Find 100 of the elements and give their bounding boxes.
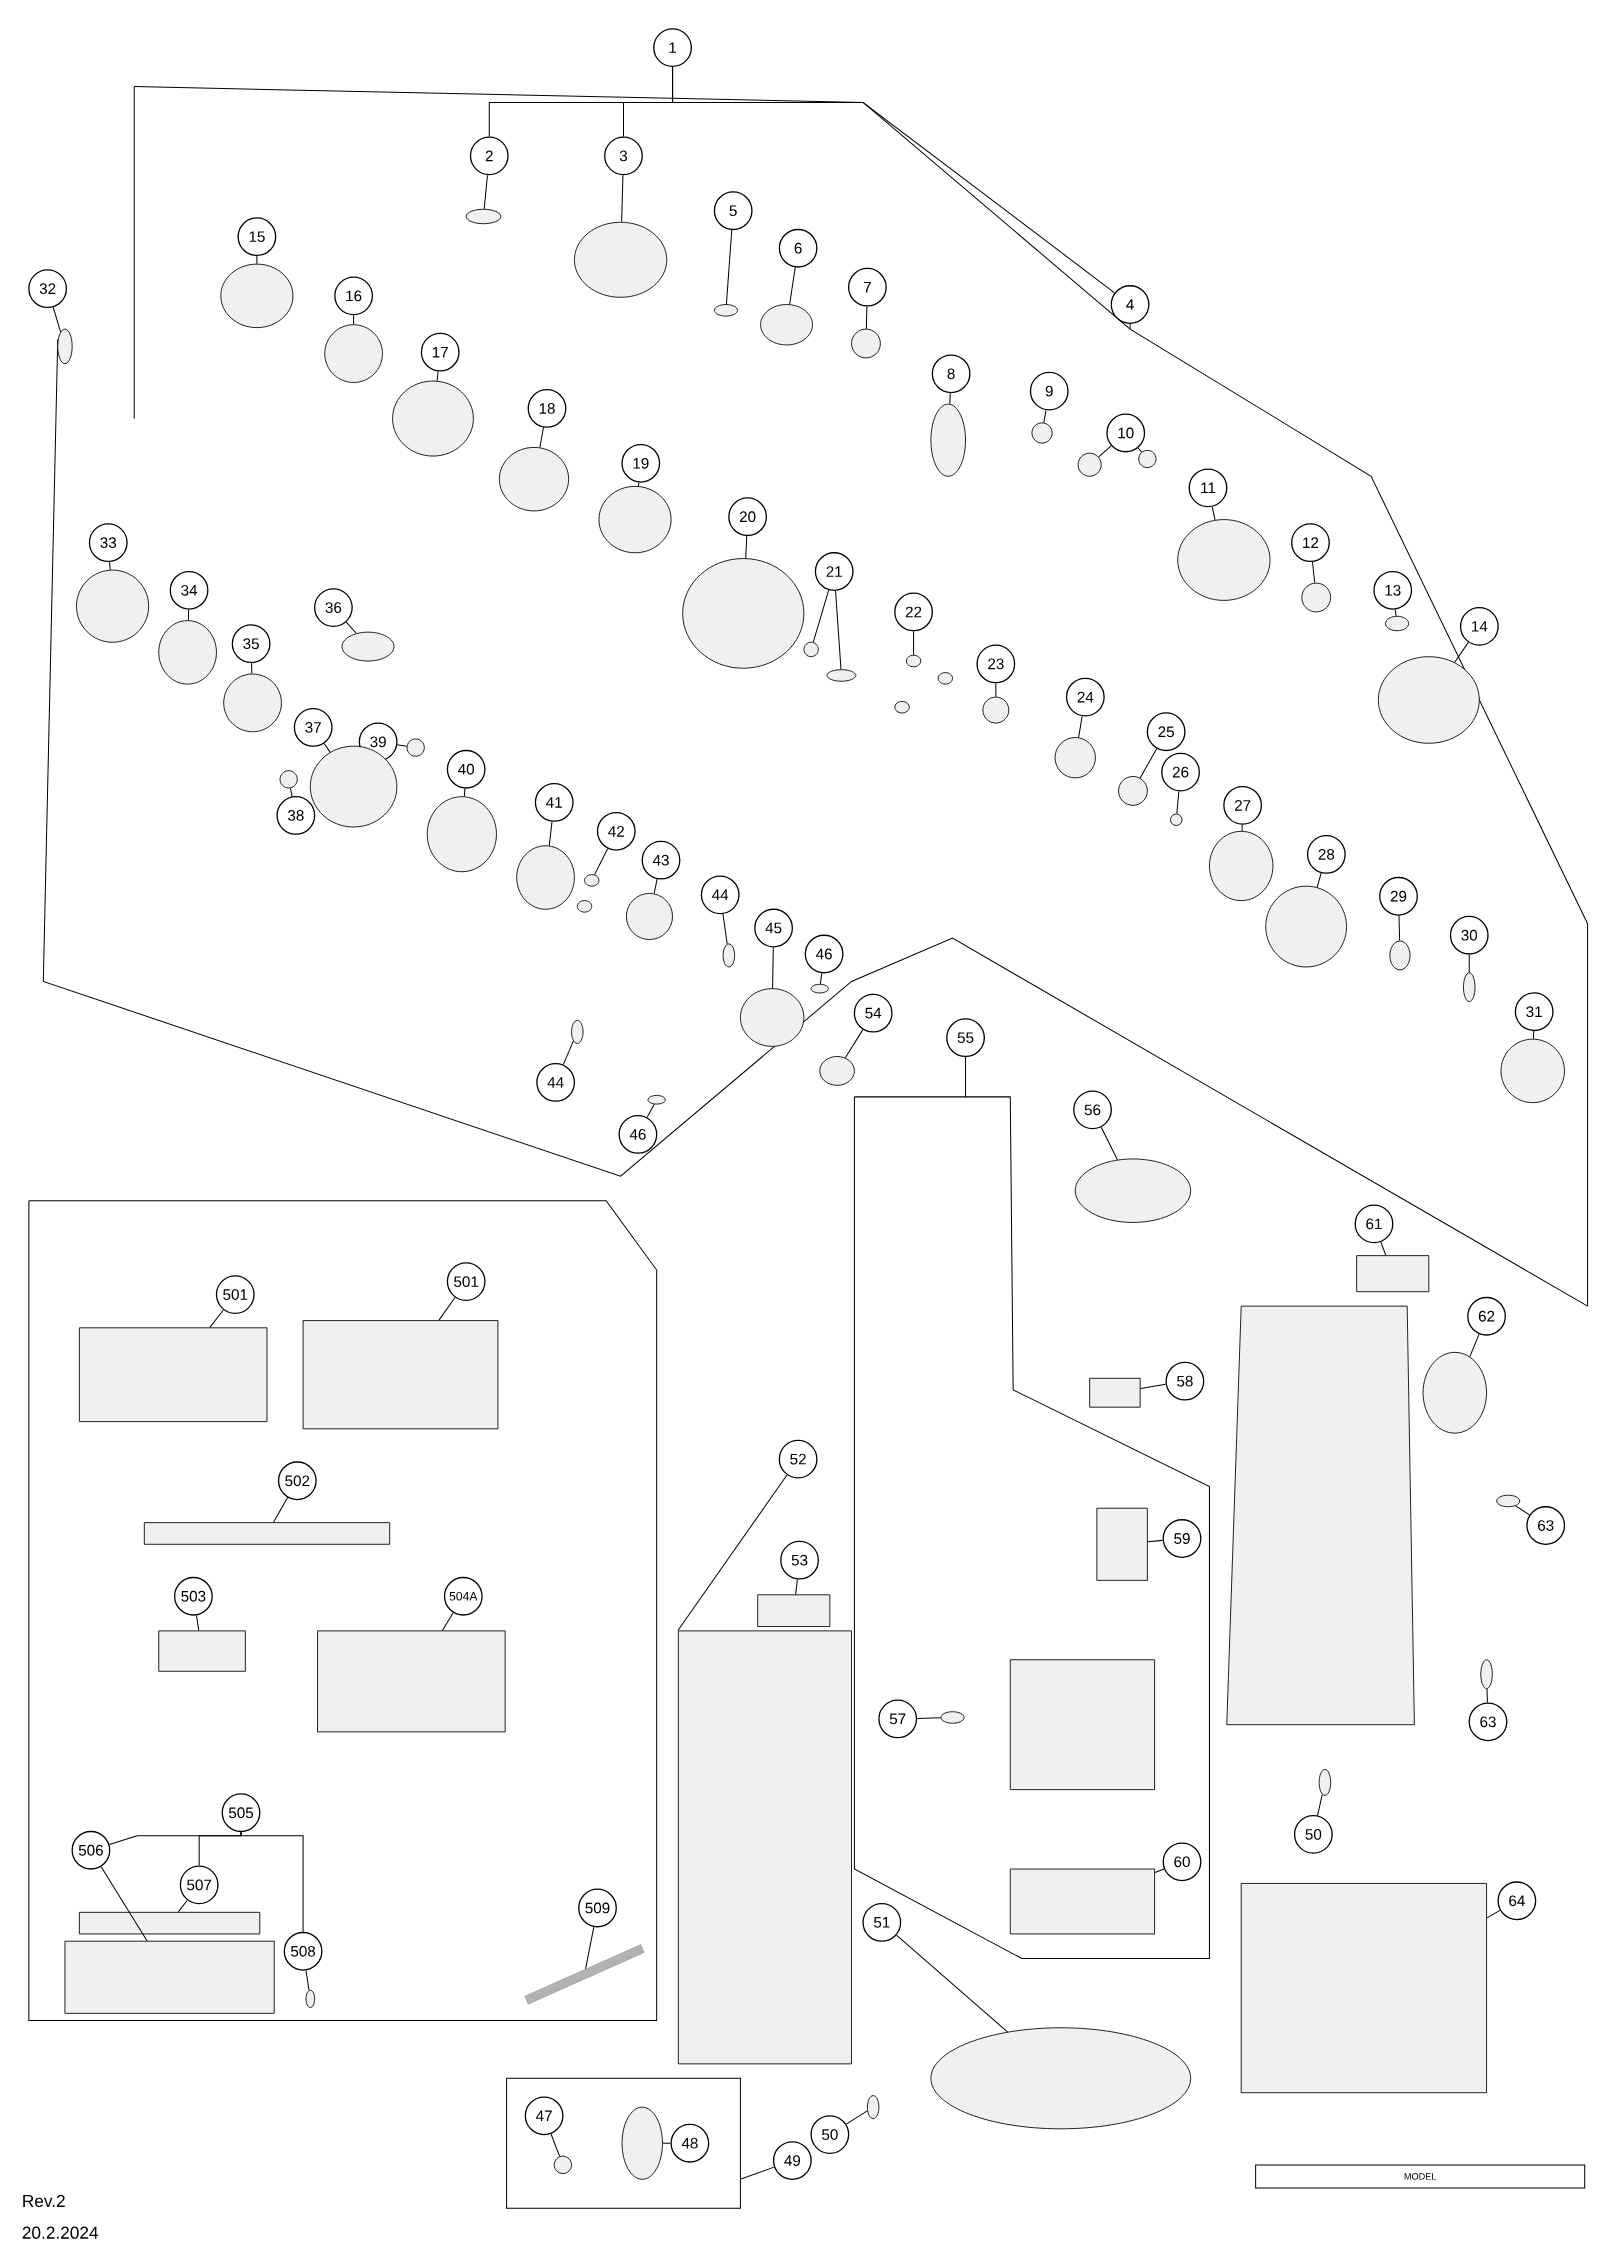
leader-line [1515,1505,1531,1516]
callout-number: 22 [894,592,934,632]
leader-line [1468,954,1470,973]
part-outline [647,1095,666,1105]
leader-line [209,1309,225,1328]
part-outline [757,1594,831,1627]
part-outline [158,620,218,685]
callout-number: 24 [1066,677,1105,717]
callout-number: 33 [89,523,128,563]
part-outline [574,221,668,298]
leader-line [539,427,545,448]
part-outline [722,943,736,968]
leader-line [240,1831,304,1933]
leader-line [397,744,408,747]
leader-line [188,609,190,621]
leader-line [100,1866,148,1942]
leader-line [1533,1030,1535,1040]
callout-number: 504A [444,1576,483,1616]
part-outline [76,569,150,643]
leader-line [1211,506,1216,521]
part-outline [682,558,805,669]
part-outline [1170,813,1183,826]
part-outline [1077,452,1102,477]
leader-line [483,174,489,210]
callout-number: 64 [1497,1881,1537,1921]
callout-number: 53 [780,1540,820,1580]
leader-line [1454,641,1470,663]
part-outline [598,485,672,554]
leader-line [965,1056,967,1098]
part-outline [516,845,576,910]
part-outline [678,1630,853,2065]
callout-number: 48 [670,2123,710,2163]
leader-line [251,662,253,675]
leader-line [916,1717,942,1719]
callout-number: 2 [470,136,509,176]
callout-number: 507 [179,1865,219,1905]
part-outline [554,2155,573,2174]
callout-number: 501 [216,1275,255,1314]
part-outline [465,208,502,225]
part-outline [851,328,882,359]
part-outline [740,988,805,1047]
part-outline [803,641,819,658]
leader-line [109,561,111,571]
callout-number: 44 [536,1063,576,1102]
leader-line [845,1029,864,1059]
leader-line [1380,1241,1387,1256]
callout-number: 503 [174,1576,214,1616]
callout-number: 509 [578,1888,618,1928]
part-outline [906,654,922,668]
callout-number: 26 [1161,752,1201,792]
leader-line [653,878,658,894]
part-outline [158,1630,246,1672]
leader-line [1098,445,1112,458]
leader-line [1137,447,1143,453]
leader-line [846,2110,868,2125]
callout-number: 508 [283,1931,323,1971]
leader-line [1398,915,1401,942]
leader-line [820,972,823,985]
leader-line [1140,1383,1167,1389]
part-outline [626,892,674,940]
callout-number: 51 [862,1903,902,1942]
callout-number: 61 [1354,1204,1394,1244]
leader-line [1100,1126,1119,1161]
part-outline [427,796,498,873]
leader-line [1129,323,1131,330]
leader-line [638,482,640,487]
part-outline [760,304,814,346]
callout-number: 50 [810,2115,850,2154]
leader-line [813,589,830,643]
part-outline [1010,1868,1156,1935]
part-outline [1378,656,1480,744]
callout-number: 34 [169,570,209,610]
callout-number: 52 [778,1439,818,1479]
leader-line [726,229,733,305]
callout-number: 46 [618,1115,658,1154]
callout-number: 38 [276,796,316,835]
leader-line [585,1926,595,1970]
part-outline [1118,776,1149,806]
leader-line [789,266,796,305]
callout-number: 9 [1030,371,1069,411]
callout-number: 36 [314,588,353,628]
part-outline [324,324,384,383]
revision-text: Rev.2 [23,2194,65,2208]
leader-line [1139,748,1158,779]
callout-number: 11 [1188,468,1228,508]
callout-number: 32 [28,269,68,309]
part-outline [1054,737,1097,779]
callout-number: 41 [535,783,574,822]
leader-line [436,370,439,382]
leader-line [594,848,609,876]
callout-number: 15 [237,217,277,257]
leader-line [563,1040,575,1066]
part-outline [1138,449,1157,469]
leader-line [442,1612,454,1631]
part-outline [1496,1494,1521,1508]
callout-number: 502 [278,1461,317,1501]
leader-line [745,535,748,559]
callout-number: 62 [1467,1296,1507,1336]
leader-line [1078,715,1083,738]
leader-line [1312,561,1316,584]
